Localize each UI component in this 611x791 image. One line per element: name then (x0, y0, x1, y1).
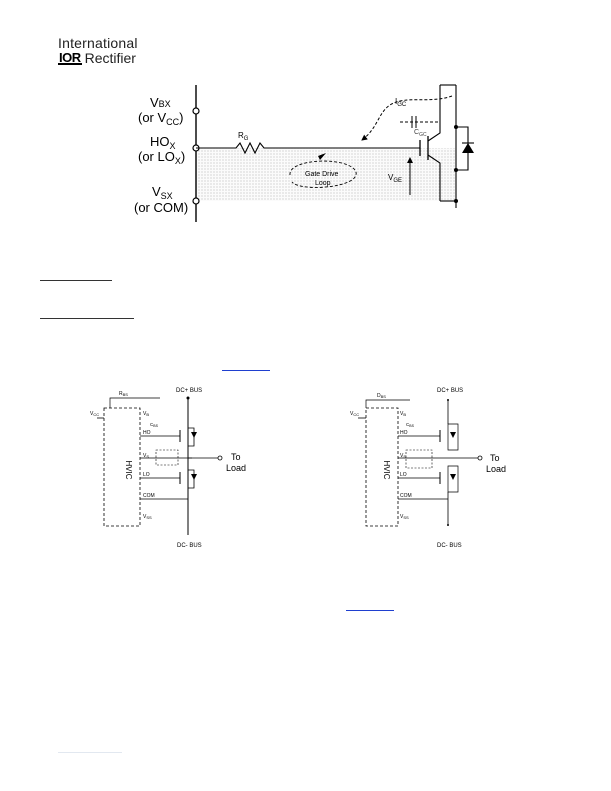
right-com-label: COM (400, 493, 412, 499)
figure-link-2[interactable] (346, 610, 394, 611)
hox-alt-label: (or LOX) (138, 149, 185, 166)
right-vcc-label: VCC (350, 411, 359, 417)
freewheel-diode (462, 143, 474, 153)
left-cbs-label: CBS (150, 422, 159, 428)
right-hvic-label: HVIC (382, 460, 391, 479)
left-vs-label: VS (143, 453, 149, 459)
logo-ior-mark: IOR (58, 50, 82, 65)
right-dc-neg-label: DC- BUS (437, 543, 462, 549)
left-lo-label: LO (143, 472, 150, 478)
vbx-label: VBX (150, 95, 171, 110)
rg-label: RG (238, 131, 249, 142)
left-to-load-2: Load (226, 463, 246, 473)
section-rule-2 (40, 318, 134, 319)
igc-label: IGC (395, 97, 407, 108)
gate-drive-loop-arrow (289, 160, 357, 188)
vge-label: VGE (388, 173, 402, 184)
vsx-alt-label: (or COM) (134, 200, 188, 215)
logo-company-name: International (58, 35, 138, 51)
right-cbs-label: CBS (406, 422, 415, 428)
right-ho-label: HO (400, 430, 408, 436)
half-bridge-figure-right: HVIC VCC DBS VB CBS HO VS LO COM VSS To … (350, 388, 506, 549)
right-to-load-2: Load (486, 464, 506, 474)
left-com-label: COM (143, 493, 155, 499)
gate-drive-loop-figure: VBX (or VCC) HOX (or LOX) VSX (or COM) R… (134, 84, 474, 222)
right-dc-pos-label: DC+ BUS (437, 388, 463, 394)
logo-row: IOR Rectifier (58, 51, 138, 65)
half-bridge-figure-left: HVIC VCC RBS VB CBS HO VS LO COM VSS To … (90, 388, 246, 549)
section-rule-1 (40, 280, 112, 281)
gate-resistor-rg (196, 141, 420, 155)
loop-label-2: Loop (315, 180, 331, 187)
figure-link-1[interactable] (222, 370, 270, 371)
right-dbs-label: DBS (377, 393, 386, 399)
right-vb-label: VB (400, 411, 406, 417)
vbx-terminal (192, 107, 200, 115)
left-vb-label: VB (143, 411, 149, 417)
footer-rule (58, 752, 122, 753)
igc-current-arrow (361, 95, 453, 141)
left-rbs-label: RBS (119, 391, 128, 397)
gate-loop-shaded-area (196, 148, 456, 201)
left-vcc-label: VCC (90, 411, 99, 417)
right-to-load-1: To (490, 453, 500, 463)
right-vss-label: VSS (400, 514, 409, 520)
left-hvic-label: HVIC (124, 460, 133, 479)
left-dc-neg-label: DC- BUS (177, 543, 202, 549)
left-to-load-1: To (231, 452, 241, 462)
left-dc-pos-label: DC+ BUS (176, 388, 202, 394)
right-lo-label: LO (400, 472, 407, 478)
loop-label-1: Gate Drive (305, 171, 339, 178)
vsx-label: VSX (152, 184, 173, 201)
company-logo: International IOR Rectifier (58, 36, 138, 65)
right-vs-label: VS (400, 453, 406, 459)
logo-rectifier-word: Rectifier (84, 50, 136, 66)
vbx-alt-label: (or VCC) (138, 110, 184, 127)
vsx-terminal (192, 197, 200, 205)
left-ho-label: HO (143, 430, 151, 436)
cgc-label: CGC (414, 129, 427, 138)
left-vss-label: VSS (143, 514, 152, 520)
hox-label: HOX (150, 134, 176, 151)
